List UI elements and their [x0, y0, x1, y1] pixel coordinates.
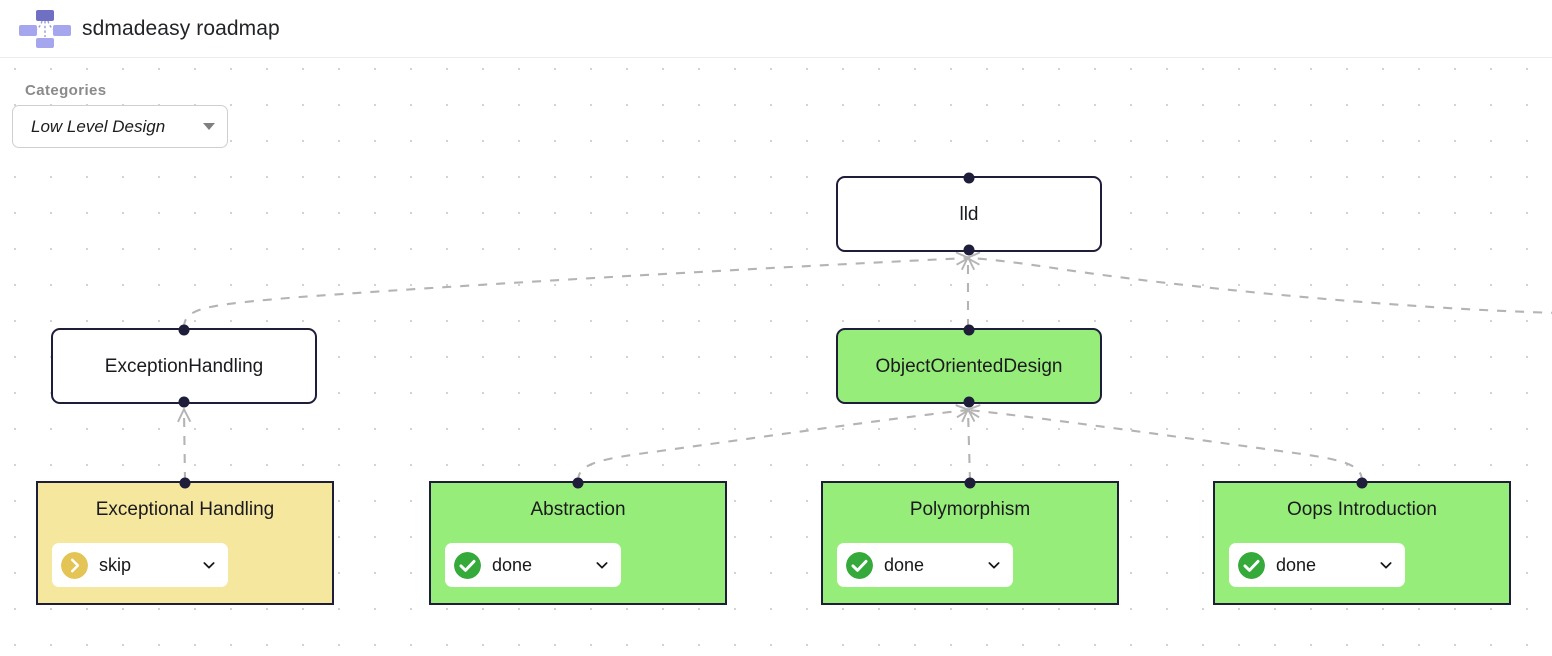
categories-label: Categories — [25, 82, 107, 99]
node-exceptionhandling[interactable]: ExceptionHandling — [51, 324, 317, 408]
edge-exceptionhandling-to-lld — [182, 258, 968, 329]
node-handle-top[interactable] — [964, 477, 976, 489]
chevron-down-icon — [203, 123, 215, 130]
node-label: ExceptionHandling — [104, 355, 264, 377]
node-label: ObjectOrientedDesign — [875, 355, 1063, 377]
edge-oops-introduction-to-objectorienteddesign — [968, 410, 1364, 482]
node-handle-bottom[interactable] — [178, 396, 190, 408]
edge-exceptional-handling-to-exceptionhandling — [184, 410, 185, 482]
chevron-down-icon — [203, 562, 215, 569]
roadmap-diagram-icon — [19, 9, 71, 48]
node-oops-introduction[interactable]: Oops Introduction done — [1213, 477, 1511, 605]
chevron-down-icon — [596, 562, 608, 569]
node-label: Oops Introduction — [1287, 499, 1437, 520]
edge-abstraction-to-objectorienteddesign — [576, 410, 968, 482]
status-text: done — [1276, 554, 1317, 575]
status-select[interactable]: skip — [52, 543, 228, 587]
status-text: skip — [99, 554, 132, 575]
node-handle-top[interactable] — [179, 477, 191, 489]
app-header: sdmadeasy roadmap — [0, 0, 1552, 58]
node-handle-top[interactable] — [178, 324, 190, 336]
chevron-down-icon — [988, 562, 1000, 569]
status-text: done — [884, 554, 925, 575]
chevron-right-circle-icon — [61, 551, 88, 579]
categories-panel: Categories Low Level Design — [12, 82, 228, 148]
node-label: lld — [959, 203, 979, 225]
node-handle-top[interactable] — [572, 477, 584, 489]
node-label: Exceptional Handling — [95, 499, 275, 520]
node-handle-top[interactable] — [1356, 477, 1368, 489]
edge-polymorphism-to-objectorienteddesign — [968, 410, 970, 482]
check-circle-icon — [1238, 551, 1265, 579]
chevron-down-icon — [1380, 562, 1392, 569]
node-handle-bottom[interactable] — [963, 244, 975, 256]
node-abstraction[interactable]: Abstraction done — [429, 477, 727, 605]
node-handle-bottom[interactable] — [963, 396, 975, 408]
check-circle-icon — [454, 551, 481, 579]
node-handle-top[interactable] — [963, 324, 975, 336]
status-select[interactable]: done — [1229, 543, 1405, 587]
node-label: Polymorphism — [909, 499, 1031, 520]
node-objectorienteddesign[interactable]: ObjectOrientedDesign — [836, 324, 1102, 408]
node-handle-top[interactable] — [963, 172, 975, 184]
check-circle-icon — [846, 551, 873, 579]
node-lld[interactable]: lld — [836, 172, 1102, 256]
edge-offscreen-right-to-lld — [968, 258, 1552, 314]
status-select[interactable]: done — [837, 543, 1013, 587]
node-label: Abstraction — [530, 499, 626, 520]
category-select[interactable]: Low Level Design — [12, 105, 228, 148]
node-exceptional-handling[interactable]: Exceptional Handling skip — [36, 477, 334, 605]
category-select-value: Low Level Design — [31, 116, 166, 136]
status-text: done — [492, 554, 533, 575]
roadmap-canvas[interactable]: Categories Low Level Design lld Exceptio… — [0, 59, 1552, 656]
page-title: sdmadeasy roadmap — [82, 16, 280, 40]
status-select[interactable]: done — [445, 543, 621, 587]
node-polymorphism[interactable]: Polymorphism done — [821, 477, 1119, 605]
